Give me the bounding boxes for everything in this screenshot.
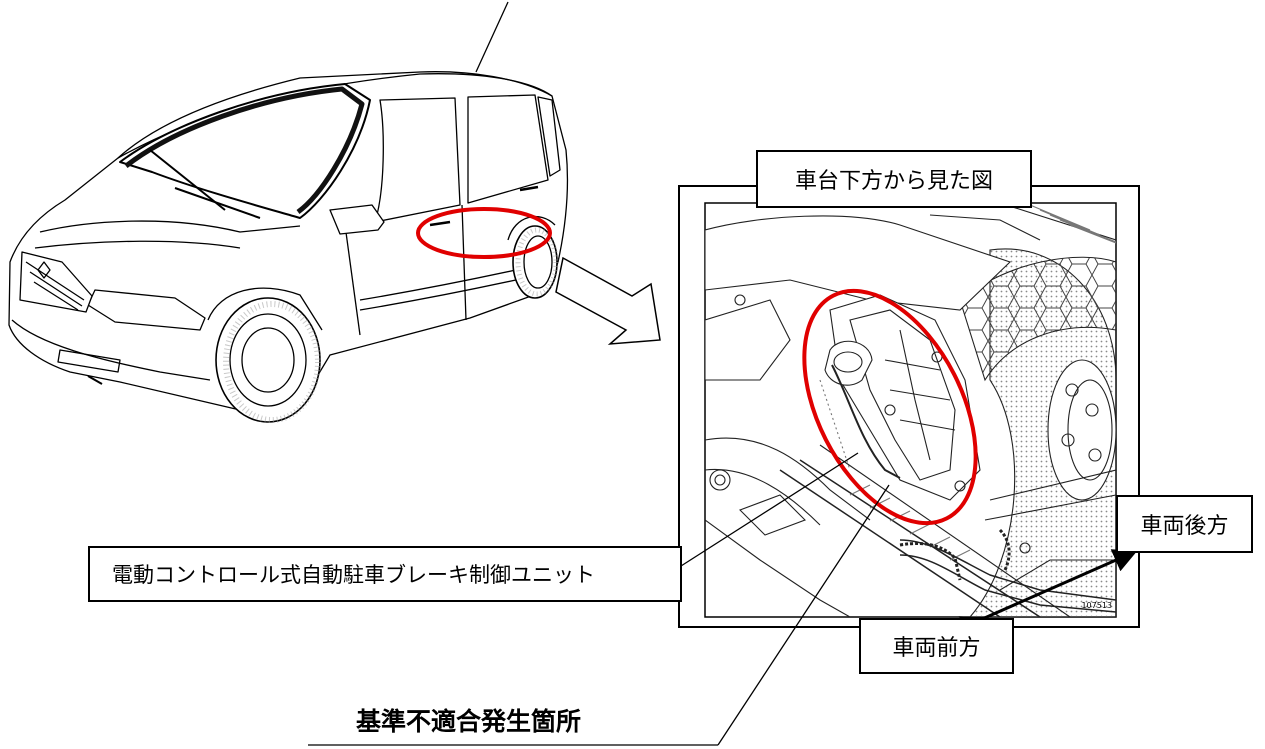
control-unit-label: 電動コントロール式自動駐車ブレーキ制御ユニット	[88, 546, 682, 602]
control-unit-text: 電動コントロール式自動駐車ブレーキ制御ユニット	[112, 563, 595, 587]
vehicle-front-text: 車両前方	[892, 636, 981, 661]
vehicle-rear-label: 車両後方	[1116, 495, 1253, 553]
nonconformity-location-text: 基準不適合発生箇所	[356, 707, 582, 736]
view-from-below-text: 車台下方から見た図	[794, 169, 993, 194]
vehicle-rear-text: 車両後方	[1140, 514, 1229, 539]
vehicle-front-label: 車両前方	[859, 618, 1014, 674]
view-from-below-label: 車台下方から見た図	[756, 150, 1032, 208]
nonconformity-location-label: 基準不適合発生箇所	[356, 702, 656, 738]
